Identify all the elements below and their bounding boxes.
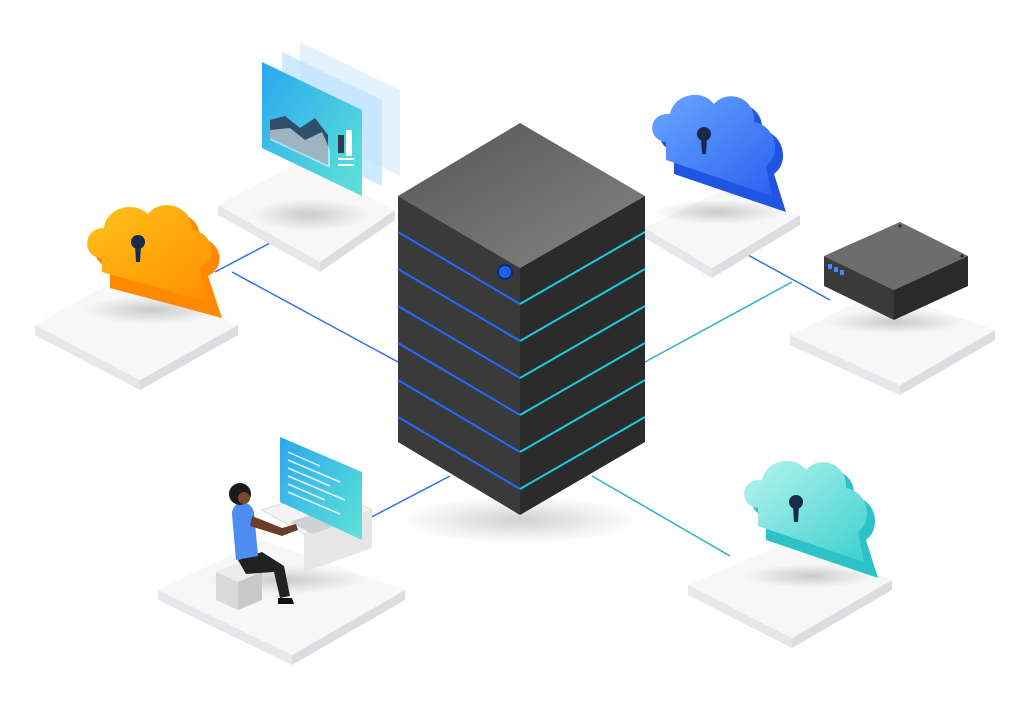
server-bay-line-right [519, 379, 646, 453]
platform-side-right [292, 590, 405, 665]
platform-side-left [790, 335, 900, 395]
server-bay-line-right [519, 416, 646, 490]
server-tower-icon [397, 123, 646, 544]
dashboard-chart-icon [250, 42, 400, 231]
platform-side-right [712, 215, 800, 278]
server-bay-line-right [519, 305, 646, 379]
platform-side-right [140, 325, 238, 390]
connector-blue-cloud [747, 254, 831, 301]
platform-side-right [900, 330, 995, 395]
server-bay-line-left [397, 379, 521, 453]
server-bay-line-left [397, 231, 521, 305]
platform-side-left [688, 585, 792, 648]
server-bay-line-right [519, 268, 646, 342]
server-drive-bays [397, 231, 646, 490]
server-top-face [398, 123, 645, 268]
blue-cloud-lock-icon [652, 94, 786, 224]
platform-orange-cloud [35, 272, 238, 390]
orange-cloud-lock-icon [82, 205, 222, 324]
connector-orange-cloud [214, 241, 273, 273]
server-bay-line-right [519, 342, 646, 416]
power-button [497, 264, 513, 280]
connector-server-to-rack [644, 281, 793, 363]
rack-server-icon [824, 222, 968, 334]
connector-server-to-person [361, 475, 451, 523]
platform-side-right [320, 210, 395, 272]
platform-side-left [35, 325, 140, 390]
server-bay-line-left [397, 416, 521, 490]
server-bay-line-left [397, 342, 521, 416]
connector-orange-to-server [231, 271, 399, 363]
server-bay-line-left [397, 268, 521, 342]
person-at-computer-icon [205, 437, 374, 610]
platform-side-left [158, 590, 292, 665]
platform-top [35, 272, 238, 380]
server-bay-line-left [397, 305, 521, 379]
computer-screen [280, 437, 362, 540]
connector-lines [214, 241, 831, 557]
platform-side-left [218, 205, 320, 272]
server-bay-line-right [519, 231, 646, 305]
platform-side-right [792, 580, 892, 648]
connector-server-to-teal-cloud [591, 475, 731, 557]
platform-side-left [645, 228, 712, 278]
teal-cloud-lock-icon [744, 460, 878, 588]
